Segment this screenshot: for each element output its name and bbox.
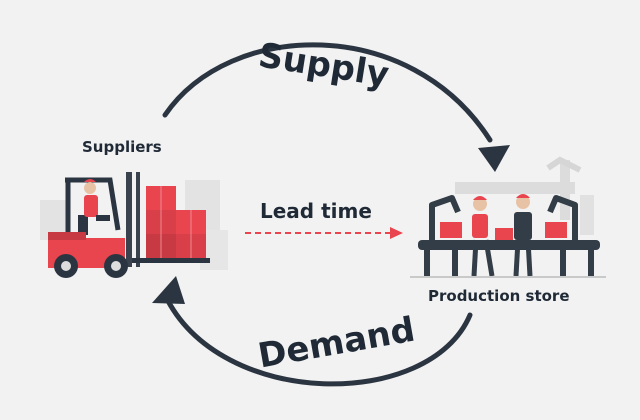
demand-arrowhead-icon [152,276,185,304]
lead-time-arrowhead-icon [390,227,403,239]
supply-label: Supply [256,35,392,95]
factory-conveyor-icon [410,156,606,278]
suppliers-label: Suppliers [82,138,162,156]
supply-arc [162,42,493,143]
forklift-with-boxes-icon [40,172,228,278]
lead-time-label: Lead time [260,199,372,223]
cycle-arrows [162,42,493,387]
production-store-label: Production store [428,287,570,305]
demand-arc [162,292,473,387]
supply-arrowhead-icon [478,145,510,172]
demand-label: Demand [255,310,418,377]
